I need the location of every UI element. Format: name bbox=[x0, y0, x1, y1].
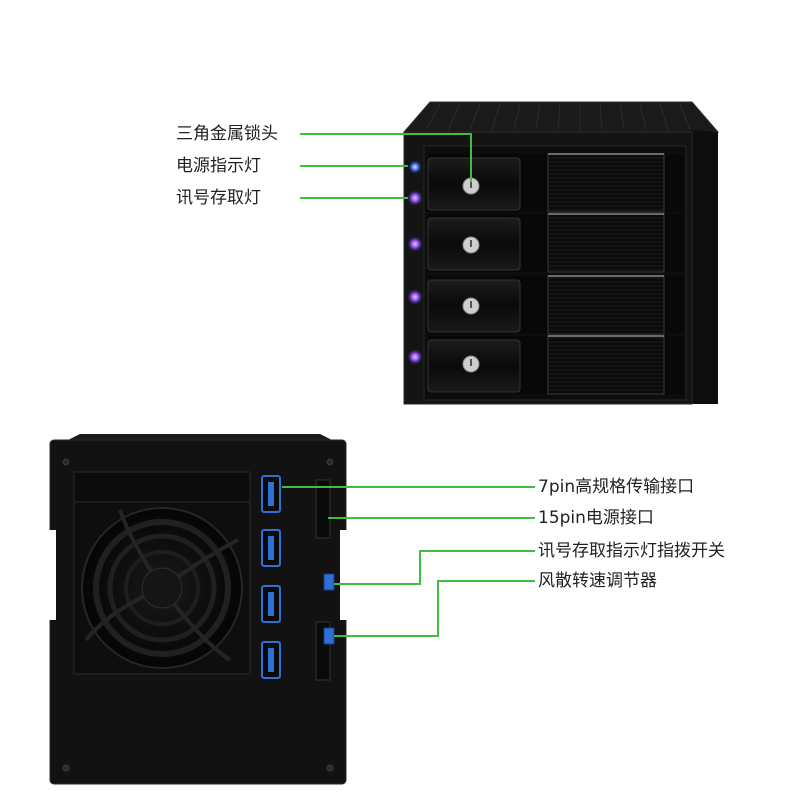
callout-lock-label: 三角金属锁头 bbox=[176, 124, 278, 144]
drive-tray bbox=[427, 213, 684, 273]
callout-led-switch-label: 讯号存取指示灯指拨开关 bbox=[538, 541, 725, 561]
rear-callout-lines bbox=[282, 486, 535, 637]
fan-knob-icon bbox=[323, 627, 335, 645]
sata-ports bbox=[261, 475, 281, 679]
callout-sata-label: 7pin高规格传输接口 bbox=[538, 477, 695, 497]
drive-tray bbox=[427, 335, 684, 395]
access-led-icon bbox=[407, 236, 423, 252]
power-connector-icon bbox=[315, 479, 331, 539]
dip-switch-icon bbox=[323, 573, 335, 591]
front-callout-lines bbox=[300, 133, 472, 199]
front-right-side bbox=[690, 130, 718, 404]
callout-fan-speed-label: 风散转速调节器 bbox=[538, 571, 657, 591]
drive-tray bbox=[427, 275, 684, 335]
callout-power-led-label: 电源指示灯 bbox=[176, 156, 261, 176]
fan-icon bbox=[81, 507, 243, 669]
access-led-icon bbox=[407, 289, 423, 305]
access-led-icon bbox=[407, 349, 423, 365]
power-led-icon bbox=[408, 160, 422, 174]
callout-power15-label: 15pin电源接口 bbox=[538, 508, 654, 528]
access-led-icon bbox=[407, 190, 423, 206]
callout-access-led-label: 讯号存取灯 bbox=[176, 188, 261, 208]
